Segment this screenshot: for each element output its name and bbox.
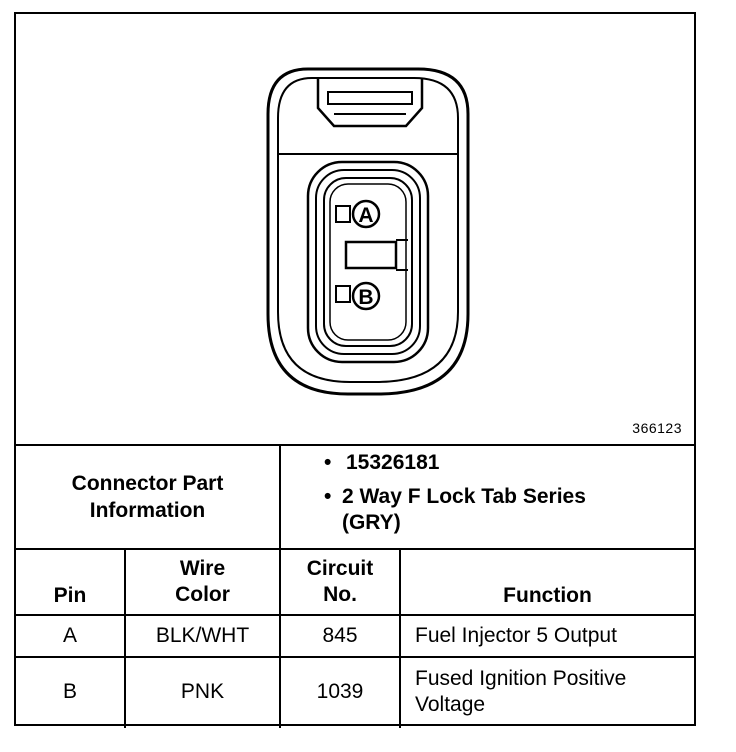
table-cell-function: Fused Ignition Positive Voltage (415, 667, 627, 716)
divider (399, 548, 401, 728)
connector-diagram: A B 366123 (16, 14, 694, 444)
bullet-icon: • (324, 485, 332, 508)
list-item: • 15326181 (324, 450, 594, 476)
connector-info-list: • 15326181 • 2 Way F Lock Tab Series (GR… (324, 450, 594, 536)
bullet-icon: • (324, 451, 332, 474)
connector-housing-inner (277, 77, 459, 383)
terminal-stub-a (335, 205, 351, 223)
figure-id: 366123 (632, 420, 682, 436)
header-circuit-no: Circuit No. (306, 557, 374, 606)
divider (279, 444, 281, 550)
cavity-outline-4 (329, 183, 407, 341)
table-cell-function: Fuel Injector 5 Output (415, 624, 617, 647)
header-pin: Pin (53, 584, 87, 607)
table-cell-pin: A (62, 624, 77, 647)
cavity-outline-3 (323, 177, 413, 347)
connector-housing-outer (266, 67, 470, 396)
table-cell-wire-color: PNK (180, 680, 225, 703)
terminal-stub-b (335, 285, 351, 303)
connector-info-label: Connector Part Information (71, 472, 224, 522)
connector-face-drawing: A B (266, 67, 470, 396)
divider (279, 548, 281, 728)
pin-b-circle (351, 281, 381, 311)
list-item: • 2 Way F Lock Tab Series (GRY) (324, 484, 594, 536)
divider (16, 548, 694, 550)
table-cell-pin: B (62, 680, 77, 703)
divider (16, 656, 694, 658)
connector-description: 2 Way F Lock Tab Series (GRY) (341, 485, 586, 534)
header-wire-color: Wire Color (175, 557, 230, 606)
cavity-outline-2 (315, 169, 421, 355)
pin-a-label: A (358, 204, 373, 227)
divider (16, 614, 694, 616)
table-cell-wire-color: BLK/WHT (155, 624, 250, 647)
pin-a-circle (351, 199, 381, 229)
table-cell-circuit-no: 845 (322, 624, 358, 647)
pin-b-label: B (358, 286, 373, 309)
lock-tab (316, 78, 424, 128)
connector-chart: A B 366123 Connector Part Information • … (14, 12, 696, 728)
lock-tab-slot (327, 91, 413, 105)
divider (16, 444, 694, 446)
part-number: 15326181 (346, 451, 440, 474)
cavity-outline-1 (306, 160, 430, 364)
divider (124, 548, 126, 728)
header-function: Function (503, 584, 592, 607)
table-cell-circuit-no: 1039 (316, 680, 364, 703)
center-key (344, 240, 398, 270)
